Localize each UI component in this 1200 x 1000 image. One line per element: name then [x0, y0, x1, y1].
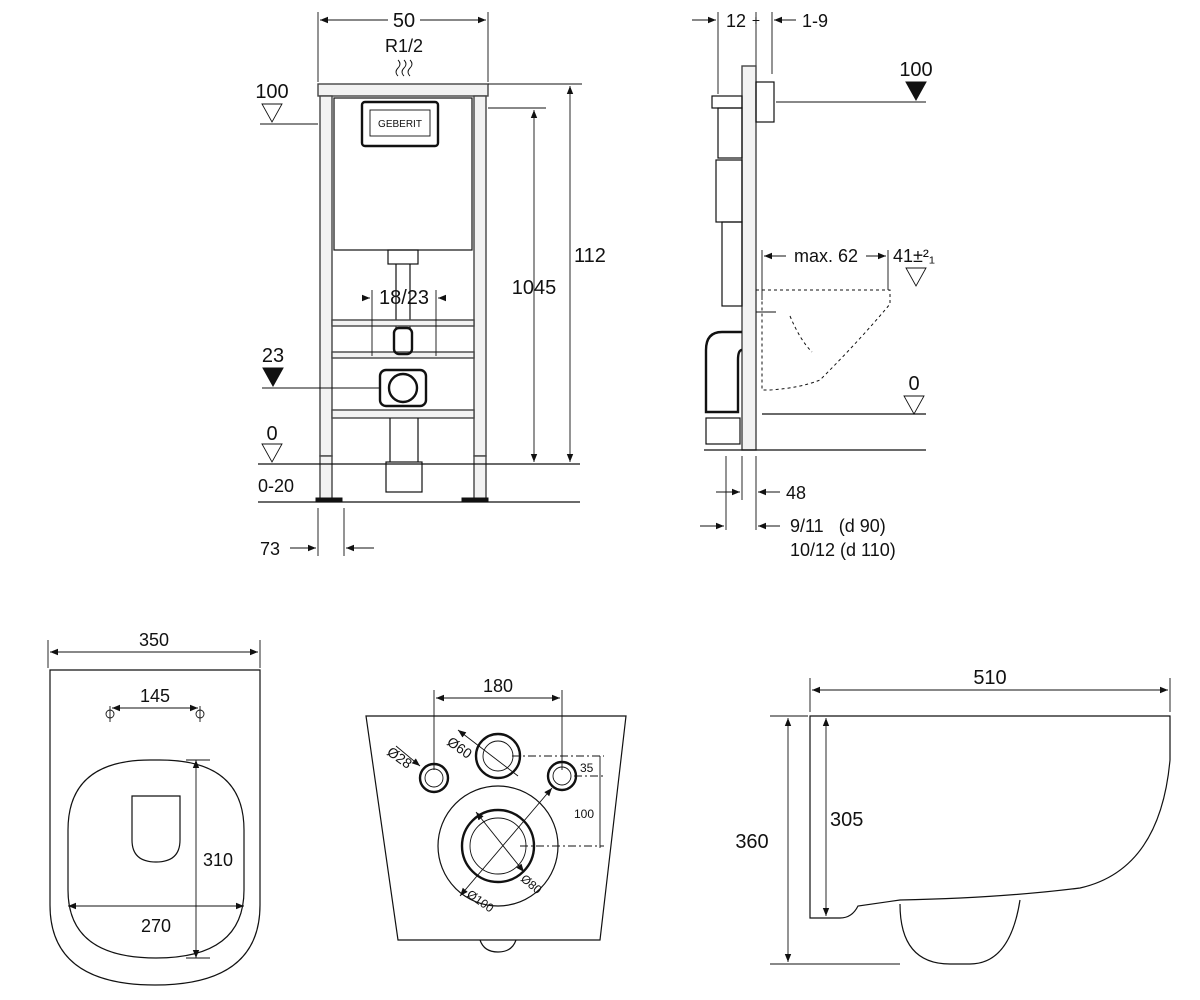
foot-range-label: 0-20 [258, 476, 294, 496]
front-level-floor-label: 0 [266, 423, 277, 445]
height-total-label: 112 [574, 245, 606, 267]
bowl-outline-dashed [756, 289, 891, 391]
seat-height-label: 41±²₁ [893, 246, 935, 266]
side-top-left-label: 12 [726, 11, 746, 31]
d80-label: Ø80 [518, 872, 545, 898]
bowl-width-label: 350 [139, 630, 169, 650]
d28-label: Ø28 [384, 743, 415, 771]
offset-100-label: 100 [574, 807, 594, 821]
offset-35-label: 35 [580, 761, 594, 775]
front-level-top-label: 100 [255, 81, 288, 103]
svg-text:+: + [752, 12, 760, 28]
seat-width-label: 270 [141, 916, 171, 936]
frame-front-view: 50 R1/2 GEBERIT 18/23 [255, 10, 606, 559]
side-top-right-label: 1-9 [802, 11, 828, 31]
bowl-opening [131, 795, 181, 863]
height-inner-label: 1045 [512, 277, 557, 299]
front-level-outlet-label: 23 [262, 345, 284, 367]
d100-label: Ø100 [464, 887, 496, 915]
frame-side-view: 12 + 1-9 100 max. 62 41±²₁ 0 [692, 11, 935, 560]
water-inlet-icon [395, 59, 413, 77]
svg-text:GEBERIT: GEBERIT [378, 119, 422, 130]
side-bottom-offset-label: 48 [786, 483, 806, 503]
flush-plate [360, 100, 440, 148]
d60-label: Ø60 [444, 733, 475, 761]
bowl-height-label: 360 [735, 831, 768, 853]
bowl-rear-outline [365, 715, 627, 941]
pipe-d90-label: 9/11 (d 90) [790, 516, 886, 536]
side-level-floor-label: 0 [908, 373, 919, 395]
seat-depth-label: 310 [203, 850, 233, 870]
bowl-length-label: 510 [973, 667, 1006, 689]
rim-height-label: 305 [830, 809, 863, 831]
frame-width-label: 50 [393, 10, 415, 32]
rear-width-label: 180 [483, 676, 513, 696]
thread-label: R1/2 [385, 36, 423, 56]
bowl-side-view: 510 360 305 [735, 667, 1171, 965]
bowl-rear-view: 180 35 100 Ø28 Ø60 Ø100 Ø80 [365, 676, 627, 953]
foot-offset-label: 73 [260, 539, 280, 559]
bowl-side-foot [899, 899, 1021, 965]
hole-spacing-label: 145 [140, 686, 170, 706]
bowl-top-view: 350 145 310 270 [47, 630, 261, 986]
side-level-top-label: 100 [899, 59, 932, 81]
max-projection-label: max. 62 [794, 246, 858, 266]
bowl-side-outline [809, 715, 1171, 919]
bowl-top-outline [49, 669, 261, 986]
pipe-d110-label: 10/12 (d 110) [790, 540, 896, 560]
spacing-label: 18/23 [379, 287, 429, 309]
